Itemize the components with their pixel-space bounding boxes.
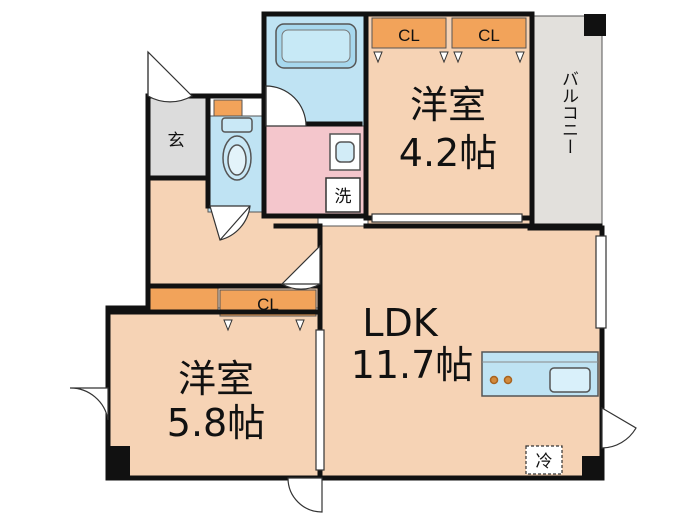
closet-top-left (371, 17, 447, 49)
ldk-name: LDK (362, 301, 438, 345)
western-room-top-floor (367, 13, 531, 227)
closet-door-marks (223, 51, 525, 332)
balcony-window (595, 235, 607, 329)
western-room-top-size: 4.2帖 (399, 131, 497, 175)
front-door (147, 50, 193, 103)
fridge-space (525, 445, 563, 475)
fridge-label: 冷 (536, 452, 553, 472)
toilet-shelf (213, 99, 243, 117)
doors (69, 50, 637, 513)
western-room-top-name: 洋室 (410, 83, 486, 127)
western-room-bottom-name: 洋室 (178, 357, 254, 401)
toilet-door (209, 205, 251, 241)
left-door (69, 387, 109, 421)
bottom-door-right (287, 477, 323, 513)
wash-basin (329, 133, 361, 171)
toilet-fixture (221, 117, 253, 181)
door-swings (147, 52, 320, 285)
stove-burner-right (503, 375, 513, 385)
closet-label-top-right: CL (478, 26, 500, 45)
pillars (108, 14, 606, 480)
western-room-bottom-size: 5.8帖 (167, 401, 265, 445)
closet-top-right (451, 17, 527, 49)
bath-door (265, 85, 307, 127)
laundry-space (325, 177, 361, 213)
entrance-label: 玄 (168, 131, 185, 151)
ldk-side-door (601, 406, 637, 449)
hall-storage (149, 287, 219, 311)
balcony-label: バルコニー (558, 70, 578, 155)
sliding-door-top (371, 213, 523, 223)
closet-label-top-left: CL (398, 26, 420, 45)
sliding-door-bottom (315, 329, 325, 471)
closet-label-bottom: CL (257, 295, 279, 314)
ldk-size: 11.7帖 (351, 343, 474, 387)
kitchen-counter (481, 351, 599, 397)
entrance-floor (147, 95, 209, 181)
kitchen-sink (549, 367, 591, 393)
laundry-label: 洗 (335, 187, 352, 207)
stove-burner-left (489, 375, 499, 385)
